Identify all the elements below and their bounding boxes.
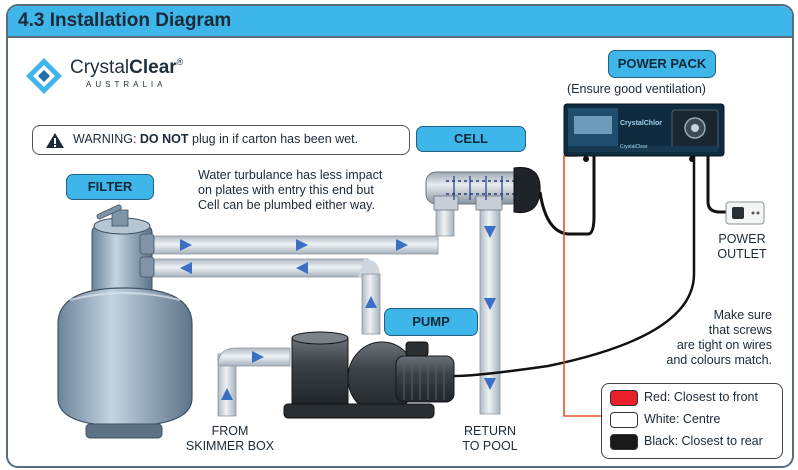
header-bar: 4.3 Installation Diagram [8, 6, 792, 38]
screws-note-line: are tight on wires [676, 338, 772, 352]
device-footer: CrystalClear [620, 144, 648, 150]
flow-arrows [180, 226, 496, 400]
logo-brand-light: Crystal [70, 57, 130, 78]
turbulance-note-line: Cell can be plumbed either way. [198, 198, 375, 212]
power-outlet [725, 201, 765, 225]
swatch-red [610, 390, 638, 406]
flow-arrow-down [484, 298, 496, 310]
crystalclear-logo-icon [26, 58, 62, 94]
warning-box: WARNING: DO NOT plug in if carton has be… [32, 125, 410, 155]
legend-label-red: Red: Closest to front [644, 390, 758, 404]
turbulance-note: Water turbulance has less impact on plat… [198, 168, 382, 213]
power-pack-label: POWER PACK [608, 50, 716, 78]
skimmer-caption: FROM SKIMMER BOX [184, 424, 276, 454]
wire-colour-legend: Red: Closest to front White: Centre Blac… [601, 383, 783, 459]
legend-label-black: Black: Closest to rear [644, 434, 763, 448]
turbulance-note-line: Water turbulance has less impact [198, 168, 383, 182]
device-brand: CrystalChlor [620, 120, 663, 127]
skimmer-caption-line: FROM [211, 424, 249, 438]
flow-arrow-right [296, 239, 308, 251]
warning-emphasis: DO NOT [139, 132, 189, 146]
flow-arrow-up [365, 296, 377, 308]
ventilation-note: (Ensure good ventilation) [567, 82, 706, 96]
flow-arrow-right [180, 239, 192, 251]
plumbing-diagram [57, 103, 765, 439]
pipe-filter-to-cell [147, 201, 455, 255]
warning-suffix: plug in if carton has been wet. [188, 132, 359, 146]
filter-label: FILTER [66, 174, 154, 200]
screws-note: Make sure that screws are tight on wires… [628, 308, 772, 368]
callout-line [563, 155, 602, 417]
logo-registered: ® [176, 57, 184, 67]
power-outlet-caption: POWER OUTLET [712, 232, 772, 262]
flow-arrow-up [221, 388, 233, 400]
power-pack-device [563, 103, 725, 162]
return-caption: RETURN TO POOL [454, 424, 526, 454]
flow-arrow-right [252, 351, 264, 363]
salt-cell [425, 167, 541, 214]
pump-label: PUMP [384, 308, 478, 336]
logo: CrystalClear® AUSTRALIA [24, 54, 204, 98]
page-title: 4.3 Installation Diagram [18, 10, 232, 31]
screws-note-line: Make sure [713, 308, 772, 322]
pump-cable [453, 156, 696, 378]
warning-text: WARNING: DO NOT plug in if carton has be… [73, 132, 358, 146]
power-cable [706, 156, 728, 214]
installation-diagram: 4.3 Installation Diagram [6, 4, 794, 468]
skimmer-caption-line: SKIMMER BOX [185, 439, 275, 453]
flow-arrow-left [180, 262, 192, 274]
pool-pump [283, 331, 455, 419]
swatch-black [610, 434, 638, 450]
logo-brand-bold: Clear [129, 57, 177, 78]
screws-note-line: that screws [708, 323, 772, 337]
screws-note-line: and colours match. [666, 353, 772, 367]
legend-label-white: White: Centre [644, 412, 721, 426]
flow-arrow-right [396, 239, 408, 251]
swatch-white [610, 412, 638, 428]
flow-arrow-left [296, 262, 308, 274]
cell-cable [538, 156, 596, 236]
flow-arrow-down [484, 378, 496, 390]
power-outlet-caption-line: POWER [718, 232, 766, 246]
return-caption-line: TO POOL [462, 439, 518, 453]
cell-label: CELL [416, 126, 526, 152]
return-caption-line: RETURN [463, 424, 517, 438]
warning-prefix: WARNING: [73, 132, 140, 146]
power-outlet-caption-line: OUTLET [717, 247, 767, 261]
turbulance-note-line: on plates with entry this end but [198, 183, 374, 197]
logo-sub: AUSTRALIA [86, 80, 167, 89]
filter-tank [57, 204, 193, 439]
warning-icon [46, 133, 64, 148]
flow-arrow-down [484, 226, 496, 238]
